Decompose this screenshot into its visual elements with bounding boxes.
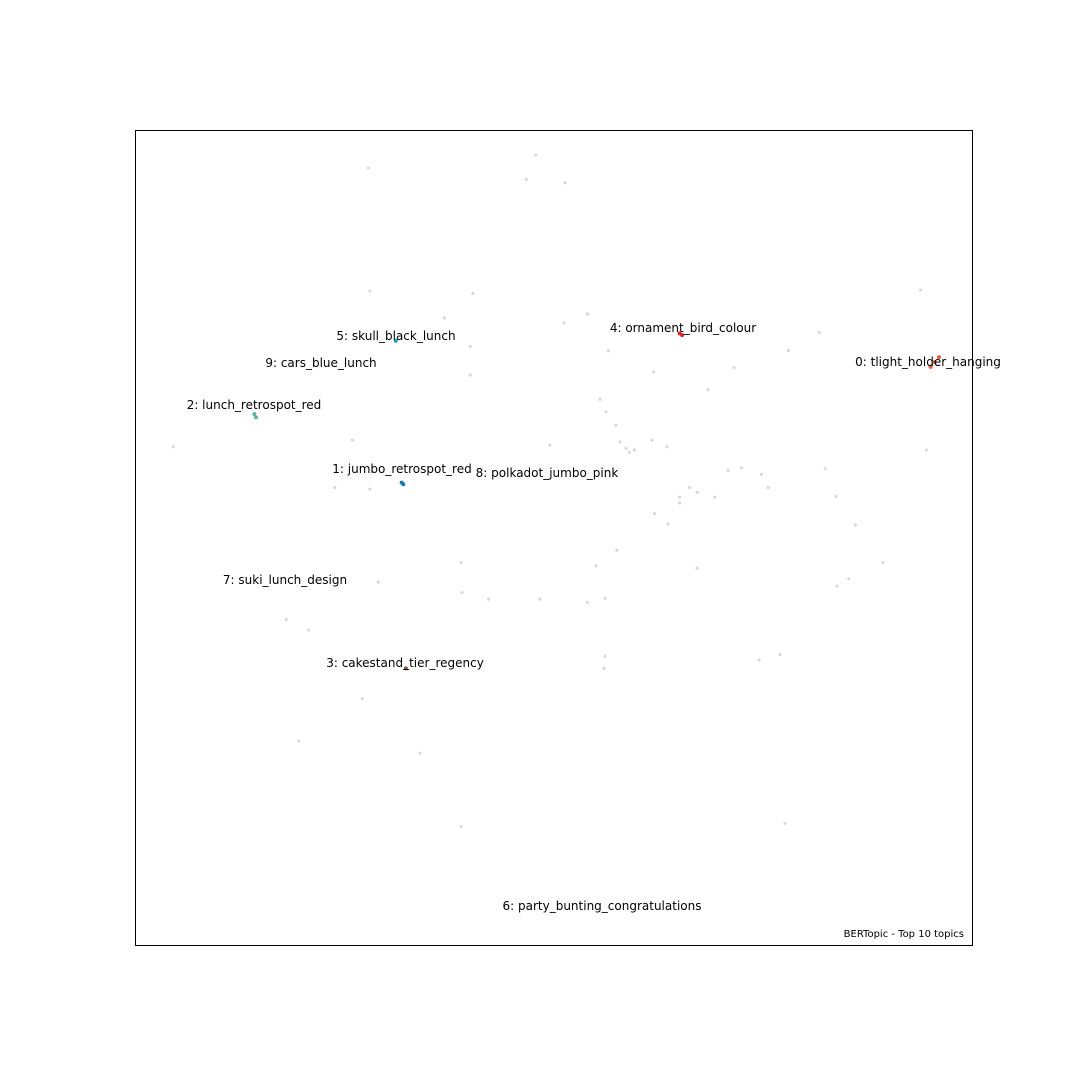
background-point-28 <box>585 600 590 605</box>
topic-label-6: 6: party_bunting_congratulations <box>503 899 702 913</box>
background-point-48 <box>766 485 770 490</box>
background-point-25 <box>460 591 464 595</box>
background-point-10 <box>606 349 611 353</box>
background-point-59 <box>602 666 606 671</box>
background-point-32 <box>614 423 618 428</box>
topic-0-point-0 <box>928 364 933 369</box>
background-point-6 <box>562 321 566 325</box>
background-point-34 <box>618 440 622 444</box>
topic-4-point-1 <box>680 333 685 338</box>
background-point-49 <box>760 472 764 476</box>
background-point-18 <box>171 445 175 449</box>
background-point-67 <box>297 739 301 743</box>
topic-0-point-1 <box>932 360 937 364</box>
background-point-40 <box>615 548 619 552</box>
background-point-58 <box>603 654 607 658</box>
topic-5-point-0 <box>393 338 398 343</box>
background-point-1 <box>534 153 538 157</box>
background-point-62 <box>418 751 422 755</box>
background-point-36 <box>627 450 631 454</box>
background-point-4 <box>442 316 446 320</box>
plot-area: 0: tlight_holder_hanging 1: jumbo_retros… <box>135 130 1001 946</box>
background-point-63 <box>350 438 354 442</box>
background-point-44 <box>695 490 699 494</box>
background-point-61 <box>757 658 761 662</box>
background-point-65 <box>783 821 787 825</box>
chart-caption: BERTopic - Top 10 topics <box>844 929 964 940</box>
topic-label-4: 4: ornament_bird_colour <box>610 321 756 335</box>
background-point-55 <box>881 560 885 565</box>
background-point-69 <box>678 495 682 499</box>
background-point-15 <box>817 331 821 335</box>
topic-label-7: 7: suki_lunch_design <box>223 573 347 587</box>
background-point-47 <box>739 466 744 470</box>
background-point-8 <box>468 344 472 349</box>
background-point-41 <box>666 522 670 526</box>
topic-labels: 0: tlight_holder_hanging 1: jumbo_retros… <box>187 321 1001 913</box>
background-point-68 <box>563 181 567 185</box>
background-point-26 <box>487 597 491 601</box>
background-point-9 <box>468 373 472 377</box>
background-point-39 <box>652 511 657 516</box>
topic-2-point-1 <box>254 415 258 420</box>
background-point-43 <box>678 501 682 505</box>
background-point-13 <box>732 366 736 370</box>
background-point-45 <box>713 495 717 499</box>
background-point-19 <box>284 617 288 622</box>
topic-0-point-2 <box>937 355 941 360</box>
background-point-53 <box>835 584 839 588</box>
background-point-51 <box>834 494 838 498</box>
background-point-5 <box>471 291 475 296</box>
background-point-46 <box>726 468 730 472</box>
topic-3-point-0 <box>403 666 408 671</box>
topic-label-2: 2: lunch_retrospot_red <box>187 398 322 412</box>
background-point-3 <box>368 289 372 293</box>
background-points <box>171 153 929 829</box>
background-point-38 <box>665 445 669 449</box>
plot-frame <box>135 130 973 946</box>
topic-label-1: 1: jumbo_retrospot_red <box>332 462 471 476</box>
topic-points <box>252 331 941 671</box>
background-point-2 <box>524 177 529 181</box>
background-point-21 <box>368 487 372 491</box>
background-point-42 <box>688 485 692 490</box>
background-point-14 <box>786 349 791 353</box>
topic-label-9: 9: cars_blue_lunch <box>265 356 376 370</box>
background-point-54 <box>847 577 851 581</box>
topic-2-point-0 <box>252 412 257 417</box>
background-point-16 <box>919 288 923 292</box>
topic-label-8: 8: polkadot_jumbo_pink <box>476 466 619 480</box>
background-point-70 <box>632 448 637 452</box>
background-point-50 <box>823 467 827 471</box>
background-point-37 <box>650 438 654 442</box>
background-point-29 <box>594 564 598 568</box>
topic-label-5: 5: skull_black_lunch <box>336 329 455 343</box>
background-point-35 <box>624 446 628 450</box>
background-point-64 <box>459 824 463 829</box>
background-point-52 <box>853 523 857 527</box>
background-point-12 <box>706 388 710 392</box>
background-point-23 <box>360 697 364 701</box>
background-point-22 <box>376 580 380 584</box>
background-point-20 <box>333 485 337 490</box>
background-point-66 <box>307 628 311 632</box>
background-point-60 <box>778 652 782 657</box>
background-point-30 <box>548 443 552 447</box>
background-point-24 <box>459 560 463 565</box>
background-point-57 <box>603 596 607 600</box>
topic-label-0: 0: tlight_holder_hanging <box>855 355 1001 369</box>
background-point-31 <box>604 410 608 414</box>
background-point-56 <box>695 566 699 570</box>
background-point-7 <box>585 312 590 316</box>
topic-label-3: 3: cakestand_tier_regency <box>326 656 484 670</box>
background-point-17 <box>924 448 929 452</box>
background-point-33 <box>598 397 602 401</box>
topic-1-point-1 <box>401 482 406 487</box>
background-point-27 <box>538 597 542 601</box>
background-point-0 <box>366 166 370 170</box>
background-point-11 <box>652 370 656 374</box>
